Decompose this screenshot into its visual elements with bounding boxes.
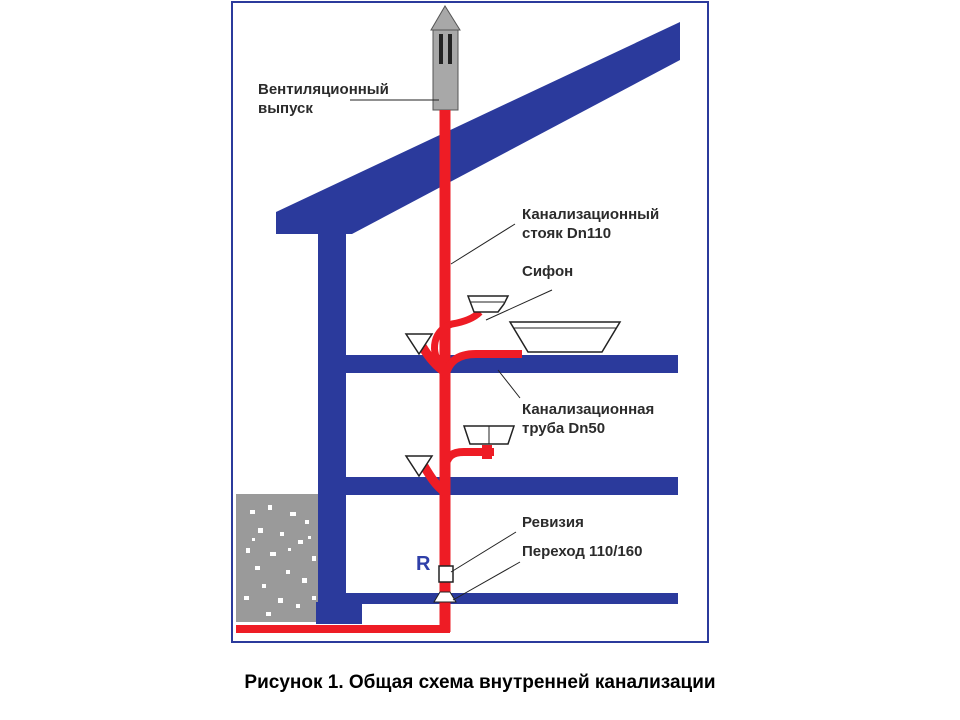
transition-label: Переход 110/160 <box>522 543 642 560</box>
vent-cap <box>430 5 461 111</box>
bath-branch <box>441 350 522 379</box>
stack-label-line1: Канализационный <box>522 206 659 223</box>
leader-lines <box>350 99 553 601</box>
soil-block <box>236 494 320 622</box>
floor-3 <box>318 593 678 604</box>
revision-mark: R <box>416 553 431 575</box>
building-structure <box>276 22 680 624</box>
sink2-branch <box>441 448 494 469</box>
revision-label: Ревизия <box>522 514 584 531</box>
vent-outlet-label-line1: Вентиляционный <box>258 81 389 98</box>
trap-plug <box>482 445 492 459</box>
sink1-branch <box>431 309 483 370</box>
toilet-upper <box>404 333 434 356</box>
pipe-label-line2: труба Dn50 <box>522 420 605 437</box>
siphon-label: Сифон <box>522 263 573 280</box>
wall <box>318 220 346 624</box>
vent-outlet-label-line2: выпуск <box>258 100 313 117</box>
revision-fitting <box>438 565 454 583</box>
transition-fitting <box>433 591 457 603</box>
toilet-lower <box>404 455 434 478</box>
floor-1 <box>318 355 678 373</box>
floor-2 <box>318 477 678 495</box>
sink-upper <box>466 295 510 313</box>
toilet1-branch <box>418 343 448 376</box>
bathtub <box>508 321 622 353</box>
fixtures <box>404 295 622 478</box>
stack-label-line2: стояк Dn110 <box>522 225 611 242</box>
diagram-frame <box>231 1 709 643</box>
foundation <box>316 602 362 624</box>
pipes <box>236 110 522 633</box>
pipe-label-line1: Канализационная <box>522 401 654 418</box>
roof <box>276 22 680 234</box>
figure-caption: Рисунок 1. Общая схема внутренней канали… <box>244 672 716 693</box>
toilet2-branch <box>420 463 448 496</box>
